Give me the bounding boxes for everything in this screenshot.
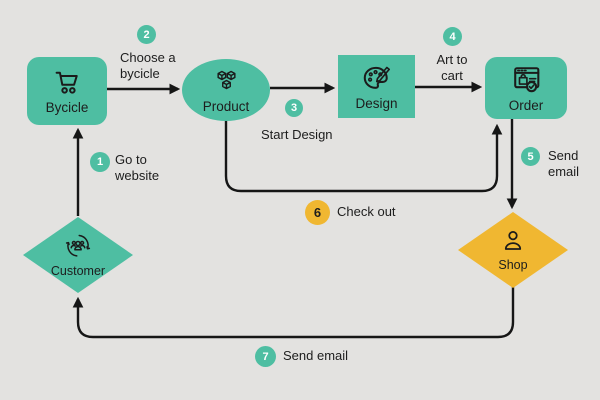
node-order-label: Order: [508, 97, 544, 113]
order-checkout-window-icon: [513, 66, 539, 92]
step-label-send-email-7: Send email: [283, 348, 349, 363]
person-icon: [504, 231, 522, 250]
step-label-send-email-5: Send email: [548, 148, 580, 179]
edge-product-order-checkout: [224, 119, 503, 193]
node-order: Order: [485, 57, 567, 119]
node-customer-label: Customer: [50, 264, 106, 278]
step-label-choose-a-bycicle: Choose a bycicle: [120, 50, 176, 81]
step-label-check-out: Check out: [337, 204, 396, 219]
step-badge-6: 6: [305, 200, 330, 225]
customer-group-cycle-icon: [65, 234, 91, 257]
node-design: Design: [338, 55, 415, 118]
shopping-cart-icon: [55, 71, 78, 94]
node-bycicle: Bycicle: [27, 57, 107, 125]
node-shop-label: Shop: [498, 258, 528, 272]
step-badge-7: 7: [255, 346, 276, 367]
node-product: Product: [182, 59, 270, 121]
node-bycicle-label: Bycicle: [45, 99, 89, 115]
step-badge-2: 2: [137, 25, 156, 44]
step-badge-4: 4: [443, 27, 462, 46]
node-design-label: Design: [355, 95, 398, 111]
edge-shop-customer: [72, 287, 515, 339]
paint-palette-icon: [363, 66, 390, 89]
product-boxes-icon: [216, 70, 236, 89]
step-badge-1: 1: [90, 152, 110, 172]
node-product-label: Product: [202, 98, 250, 114]
step-badge-5: 5: [521, 147, 540, 166]
step-badge-3: 3: [285, 99, 303, 117]
step-label-art-to-cart: Art to cart: [436, 52, 468, 83]
step-label-start-design: Start Design: [261, 127, 333, 142]
step-label-go-to-website: Go to website: [115, 152, 160, 183]
